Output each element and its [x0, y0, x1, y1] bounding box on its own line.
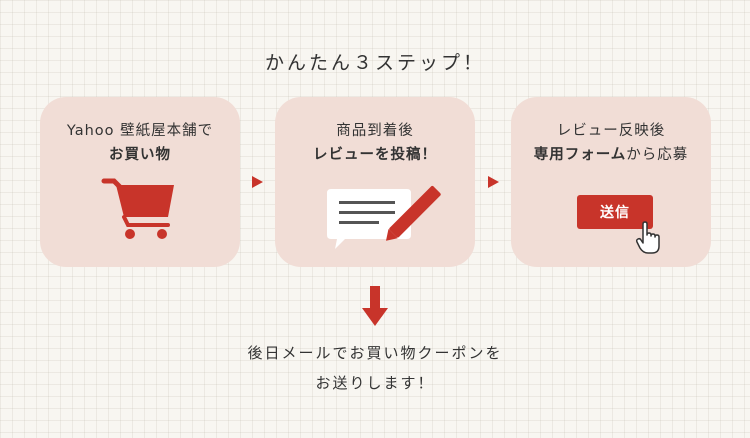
result-line-1: 後日メールでお買い物クーポンを: [247, 344, 503, 362]
shopping-cart-icon: [101, 178, 174, 239]
step-card-review: 商品到着後 レビューを投稿！: [275, 97, 475, 267]
step-3-line-2-normal: から応募: [626, 147, 689, 163]
result-line-2: お送りします！: [315, 374, 435, 392]
next-step-arrow-1: [252, 176, 263, 188]
step-3-line-1: レビュー反映後: [556, 123, 666, 139]
step-2-line-2: レビューを投稿！: [313, 147, 437, 163]
step-2-line-1: 商品到着後: [336, 123, 414, 139]
step-1-line-2: お買い物: [109, 147, 171, 163]
write-review-icon: [327, 186, 441, 249]
pointer-hand-icon: [635, 221, 660, 254]
down-arrow-icon: [362, 286, 388, 326]
step-card-apply: レビュー反映後 専用フォームから応募 送信: [511, 97, 711, 267]
step-card-purchase: Yahoo 壁紙屋本舗で お買い物: [40, 97, 240, 267]
step-3-line-2: 専用フォームから応募: [511, 143, 711, 164]
step-3-line-2-bold: 専用フォーム: [533, 147, 627, 163]
step-1-line-1: Yahoo 壁紙屋本舗で: [66, 123, 214, 139]
steps-title: かんたん３ステップ！: [264, 52, 485, 74]
send-button[interactable]: 送信: [577, 195, 653, 229]
next-step-arrow-2: [488, 176, 499, 188]
